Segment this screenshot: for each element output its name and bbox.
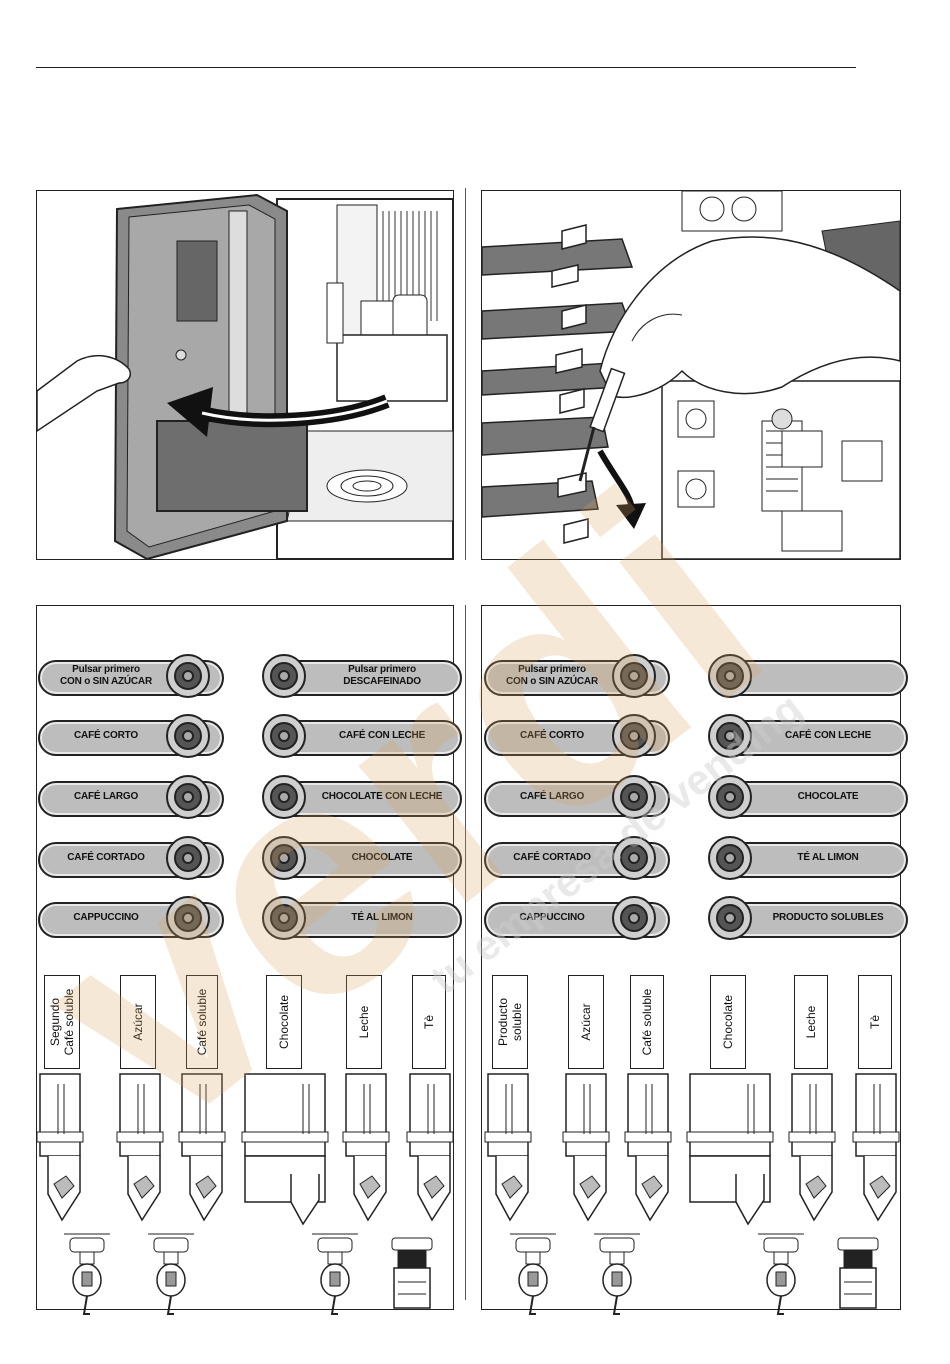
ingredient-label-cafe-soluble-right: Café soluble (630, 975, 664, 1069)
button-label: Pulsar primero CON o SIN AZÚCAR (60, 664, 152, 687)
button-label: Pulsar primero CON o SIN AZÚCAR (506, 664, 598, 687)
push-button-icon[interactable] (262, 654, 306, 698)
push-button-icon[interactable] (166, 775, 210, 819)
header-rule (36, 67, 856, 68)
button-label: CAFÉ CORTADO (67, 852, 145, 863)
ingredient-label-azucar-right: Azúcar (568, 975, 604, 1069)
ingredient-label-cafe-soluble: Café soluble (186, 975, 218, 1069)
push-button-icon[interactable] (708, 714, 752, 758)
panel-config-right (481, 605, 901, 1310)
button-label: CAPPUCCINO (73, 912, 139, 923)
ingredient-label-chocolate: Chocolate (266, 975, 302, 1069)
push-button-icon[interactable] (166, 654, 210, 698)
button-label: PRODUCTO SOLUBLES (772, 912, 884, 923)
illustration-open-door (36, 190, 454, 560)
push-button-icon[interactable] (708, 654, 752, 698)
button-label: CAFÉ LARGO (73, 791, 139, 802)
push-button-icon[interactable] (708, 836, 752, 880)
button-label: TÉ AL LIMON (351, 912, 413, 923)
button-label: CAPPUCCINO (519, 912, 585, 923)
push-button-icon[interactable] (166, 714, 210, 758)
push-button-icon[interactable] (262, 775, 306, 819)
push-button-icon[interactable] (262, 896, 306, 940)
button-label: Pulsar primero DESCAFEINADO (343, 664, 421, 687)
button-label: CAFÉ LARGO (519, 791, 585, 802)
push-button-icon[interactable] (262, 714, 306, 758)
push-button-icon[interactable] (612, 836, 656, 880)
push-button-icon[interactable] (612, 654, 656, 698)
ingredient-label-azucar: Azúcar (120, 975, 156, 1069)
push-button-icon[interactable] (612, 896, 656, 940)
button-label: CHOCOLATE (351, 852, 413, 863)
ingredient-label-te-right: Tè (858, 975, 892, 1069)
illustration-screwdriver (481, 190, 901, 560)
ingredient-label-te: Tè (412, 975, 446, 1069)
push-button-icon[interactable] (708, 896, 752, 940)
bottom-divider (465, 605, 466, 1300)
button-label: CHOCOLATE (797, 791, 859, 802)
button-label: TÉ AL LIMON (797, 852, 859, 863)
button-label (758, 660, 898, 692)
push-button-icon[interactable] (262, 836, 306, 880)
button-label: CAFÉ CORTO (74, 730, 138, 741)
push-button-icon[interactable] (166, 896, 210, 940)
button-label: CAFÉ CON LECHE (784, 730, 872, 741)
button-label: CAFÉ CORTO (520, 730, 584, 741)
ingredient-label-leche: Leche (346, 975, 382, 1069)
button-label: CAFÉ CON LECHE (338, 730, 426, 741)
ingredient-label-segundo-cafe-soluble: Segundo Café soluble (44, 975, 80, 1069)
push-button-icon[interactable] (166, 836, 210, 880)
button-label: CAFÉ CORTADO (513, 852, 591, 863)
push-button-icon[interactable] (708, 775, 752, 819)
push-button-icon[interactable] (612, 775, 656, 819)
push-button-icon[interactable] (612, 714, 656, 758)
button-label: CHOCOLATE CON LECHE (321, 791, 443, 802)
ingredient-label-chocolate-right: Chocolate (710, 975, 746, 1069)
panel-config-left (36, 605, 454, 1310)
ingredient-label-producto-soluble: Producto soluble (492, 975, 528, 1069)
ingredient-label-leche-right: Leche (794, 975, 828, 1069)
top-divider (465, 188, 466, 560)
